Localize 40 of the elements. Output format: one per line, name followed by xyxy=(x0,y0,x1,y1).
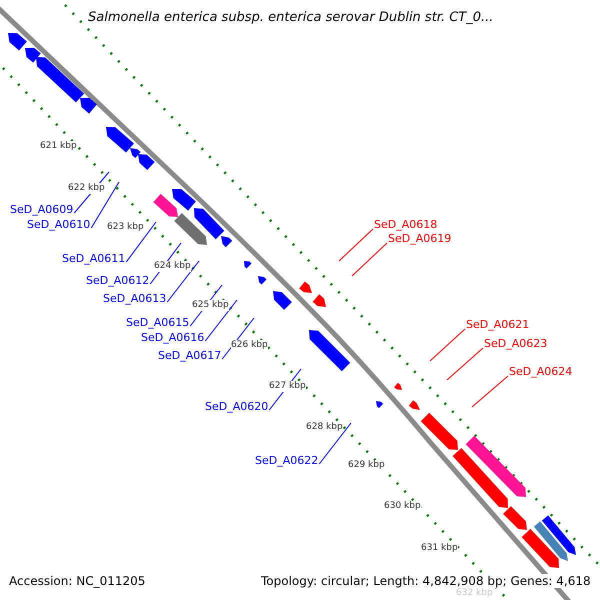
accession-text: Accession: NC_011205 xyxy=(9,574,146,588)
gene-label: SeD_A0624 xyxy=(509,365,572,378)
scale-label: 624 kbp xyxy=(154,261,191,272)
gene-label: SeD_A0622 xyxy=(255,454,318,467)
leader-line xyxy=(126,222,156,262)
leader-line xyxy=(338,228,374,262)
leader-line xyxy=(90,182,120,228)
scale-label: 626 kbp xyxy=(231,340,268,351)
gene-label: SeD_A0610 xyxy=(27,218,90,231)
leader-line xyxy=(430,328,466,362)
gene-label: SeD_A0613 xyxy=(103,292,166,305)
scale-label: 625 kbp xyxy=(192,300,229,311)
scale-label: 631 kbp xyxy=(421,543,458,554)
gene-label: SeD_A0623 xyxy=(484,337,548,350)
leader-line xyxy=(204,300,238,342)
gene-label: SeD_A0615 xyxy=(126,316,190,329)
scale-label: 622 kbp xyxy=(68,183,105,194)
scale-label: 629 kbp xyxy=(348,460,385,471)
leader-line xyxy=(222,318,254,360)
gene-label: SeD_A0619 xyxy=(388,232,452,245)
leader-line xyxy=(318,422,352,464)
genome-summary: Topology: circular; Length: 4,842,908 bp; Genes: 4,618 xyxy=(261,574,591,588)
scale-label: 630 kbp xyxy=(384,501,421,512)
scale-label: 621 kbp xyxy=(40,141,77,152)
gene-label: SeD_A0611 xyxy=(62,252,126,265)
leader-line xyxy=(352,242,388,276)
gene-label: SeD_A0609 xyxy=(10,203,74,216)
leader-line xyxy=(472,376,508,408)
gene-label: SeD_A0616 xyxy=(141,331,204,344)
leader-line xyxy=(166,260,200,302)
scale-label: 627 kbp xyxy=(269,381,306,392)
scale-label: 623 kbp xyxy=(107,222,144,233)
gene-label: SeD_A0618 xyxy=(374,218,438,231)
gene-label: SeD_A0621 xyxy=(466,318,530,331)
map-title: Salmonella enterica subsp. enterica serovar Dublin str. CT_0... xyxy=(88,10,494,25)
gene-label: SeD_A0617 xyxy=(158,349,222,362)
gene-label: SeD_A0620 xyxy=(205,400,268,413)
leader-line xyxy=(446,348,484,380)
scale-label: 628 kbp xyxy=(306,422,343,433)
gene-label: SeD_A0612 xyxy=(86,274,150,287)
